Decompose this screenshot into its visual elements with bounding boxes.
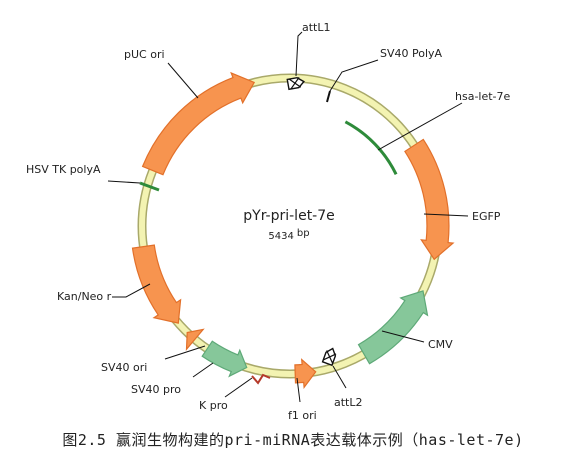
hsa-let-7e-marker (344, 120, 398, 175)
cmv-arrow (357, 290, 429, 365)
puc-ori-label: pUC ori (124, 48, 165, 61)
attL1-leader (295, 31, 303, 77)
hsa-let-7e-label: hsa-let-7e (455, 90, 511, 103)
k-pro-marker (251, 373, 271, 385)
attL2-leader (332, 365, 347, 389)
kan-neo-r-label: Kan/Neo r (57, 290, 112, 303)
cmv-label: CMV (428, 338, 453, 351)
k-pro-leader (224, 377, 253, 398)
cmv-leader (381, 330, 425, 343)
sv40-polya-label: SV40 PolyA (380, 47, 443, 60)
f1-ori-leader (296, 377, 301, 403)
sv40-polya-tick (326, 90, 331, 103)
puc-ori-leader (167, 62, 199, 99)
sv40-ori-leader (164, 345, 206, 360)
puc-ori-arrow (141, 71, 256, 176)
hsv-tk-polya-tick (139, 181, 160, 192)
hsa-let-7e-leader (377, 102, 463, 151)
attL1-site-icon (286, 76, 305, 91)
sv40-pro-arrow (201, 340, 248, 378)
f1-ori-arrow (294, 358, 317, 390)
hsv-tk-polya-label: HSV TK polyA (26, 163, 101, 176)
sv40-pro-leader (192, 362, 214, 378)
attL2-site-icon (321, 347, 337, 367)
plasmid-name: pYr-pri-let-7e (243, 208, 335, 224)
k-pro-label: K pro (199, 399, 228, 412)
hsv-tk-polya-leader (107, 180, 141, 184)
egfp-label: EGFP (472, 210, 501, 223)
plasmid-size-unit: bp (297, 228, 310, 239)
attL2-label: attL2 (334, 396, 363, 409)
kan-neo-r-arrow (131, 244, 182, 324)
egfp-arrow (404, 138, 455, 261)
sv40-ori-arrow (185, 328, 205, 352)
sv40-ori-label: SV40 ori (101, 361, 147, 374)
plasmid-size-value: 5434 (268, 231, 293, 242)
plasmid-size: 5434 bp (268, 228, 309, 242)
sv40-pro-label: SV40 pro (131, 383, 181, 396)
figure-caption: 图2.5 赢润生物构建的pri-miRNA表达载体示例（has-let-7e) (62, 431, 523, 449)
kan-neo-r-leader (112, 283, 151, 298)
f1-ori-label: f1 ori (288, 409, 317, 422)
attL1-label: attL1 (302, 21, 331, 34)
egfp-leader (423, 213, 469, 217)
sv40-polya-leader (329, 59, 379, 92)
